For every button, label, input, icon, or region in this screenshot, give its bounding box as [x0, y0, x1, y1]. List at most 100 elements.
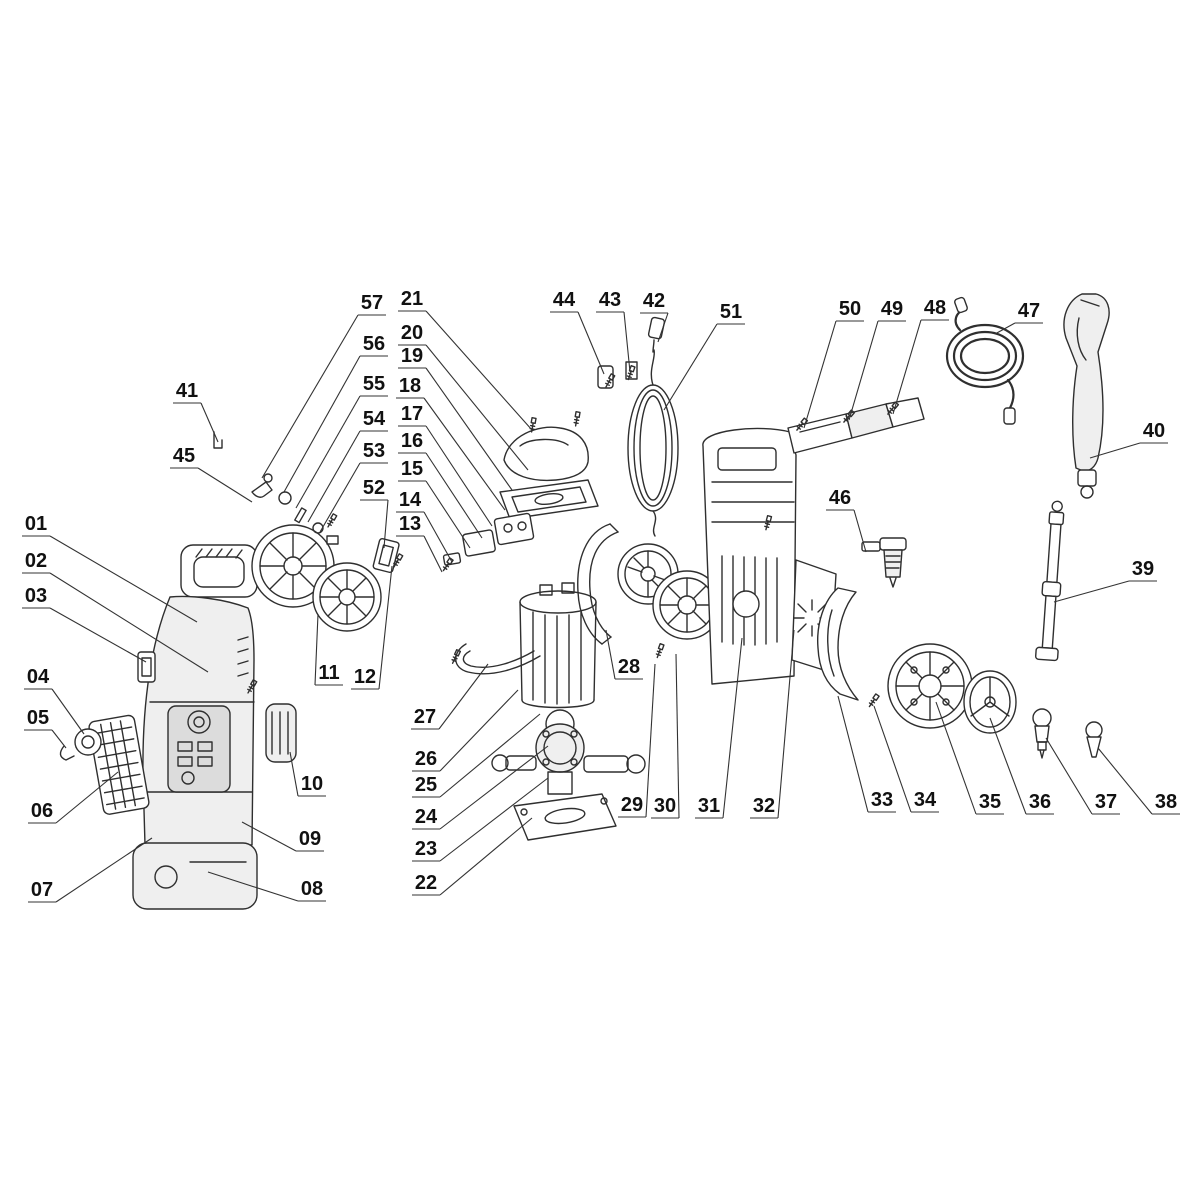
part-handle-bracket [816, 587, 859, 701]
callout-label-50: 50 [839, 298, 861, 320]
callout-label-17: 17 [401, 403, 423, 425]
callout-label-44: 44 [553, 289, 576, 311]
callout-label-49: 49 [881, 298, 903, 320]
callout-leader-16 [425, 452, 483, 539]
callout-label-46: 46 [829, 487, 851, 509]
callout-leader-02 [49, 572, 209, 673]
callout-label-37: 37 [1095, 791, 1117, 813]
callout-leader-36 [989, 717, 1027, 815]
callout-leader-46 [853, 509, 867, 553]
part-pump [491, 709, 646, 795]
callout-leader-35 [935, 701, 977, 815]
callout-label-01: 01 [25, 513, 47, 535]
callout-leader-55 [295, 395, 361, 509]
part-clip [137, 651, 156, 683]
callout-label-27: 27 [414, 706, 436, 728]
callout-label-23: 23 [415, 838, 437, 860]
part-lance [1034, 500, 1065, 662]
callout-leader-44 [577, 311, 605, 375]
callout-leader-29 [645, 663, 656, 818]
callout-label-39: 39 [1132, 558, 1154, 580]
callout-label-34: 34 [914, 789, 937, 811]
part-hose-coil [945, 296, 1025, 425]
part-fan-shroud [577, 523, 619, 645]
callout-leader-42 [657, 312, 669, 343]
part-front-housing [132, 544, 258, 910]
callout-label-51: 51 [720, 301, 742, 323]
callout-label-22: 22 [415, 872, 437, 894]
callout-label-47: 47 [1018, 300, 1040, 322]
part-rear-housing [702, 427, 797, 685]
callout-leader-24 [439, 745, 549, 830]
callout-leader-25 [439, 713, 541, 798]
callout-leader-50 [803, 320, 837, 429]
callout-label-09: 09 [299, 828, 321, 850]
callout-leader-14 [423, 511, 453, 563]
callout-label-12: 12 [354, 666, 376, 688]
callout-label-53: 53 [363, 440, 385, 462]
callout-label-48: 48 [924, 297, 946, 319]
callout-leader-22 [439, 817, 533, 896]
part-capacitor [597, 365, 614, 389]
callout-label-19: 19 [401, 345, 423, 367]
callout-leader-11 [314, 613, 319, 686]
callout-label-07: 07 [31, 879, 53, 901]
callout-leader-07 [55, 837, 153, 903]
callout-leader-17 [425, 425, 493, 527]
callout-label-03: 03 [25, 585, 47, 607]
part-hose-reel-small [312, 562, 382, 632]
callout-leader-51 [663, 323, 718, 411]
callout-label-20: 20 [401, 322, 423, 344]
callout-label-41: 41 [176, 380, 198, 402]
callout-leader-09 [241, 821, 297, 852]
callout-leader-32 [777, 629, 795, 819]
callout-leader-45 [197, 467, 253, 503]
callout-leader-15 [425, 480, 471, 549]
callout-leader-30 [675, 653, 680, 819]
callout-leader-47 [994, 322, 1016, 335]
callout-label-30: 30 [654, 795, 676, 817]
callout-leader-53 [319, 462, 361, 533]
callout-leader-03 [49, 607, 147, 663]
callout-label-18: 18 [399, 375, 421, 397]
part-power-cord [627, 316, 679, 537]
callout-leader-26 [439, 689, 519, 772]
callout-label-10: 10 [301, 773, 323, 795]
part-reel-crank [251, 473, 273, 498]
callout-label-45: 45 [173, 445, 195, 467]
part-axle-bracket [372, 537, 400, 574]
part-hose-reel-large [251, 524, 335, 608]
callout-label-36: 36 [1029, 791, 1051, 813]
part-motor [519, 582, 597, 709]
part-vent-grill [88, 714, 150, 815]
callout-label-02: 02 [25, 550, 47, 572]
callout-label-54: 54 [363, 408, 386, 430]
callout-leader-56 [283, 355, 361, 493]
part-switch-box [442, 512, 535, 566]
callout-leader-37 [1045, 737, 1093, 815]
part-side-pad [265, 703, 297, 763]
callout-leader-54 [307, 430, 361, 523]
callout-leader-43 [623, 311, 631, 373]
callout-leader-13 [423, 535, 443, 573]
part-lid-plate [499, 479, 599, 520]
callout-label-33: 33 [871, 789, 893, 811]
callout-leader-06 [55, 771, 119, 824]
callout-label-16: 16 [401, 430, 423, 452]
callout-leader-49 [848, 320, 879, 421]
callout-leader-01 [49, 535, 198, 623]
callout-leader-40 [1089, 442, 1141, 459]
callout-label-08: 08 [301, 878, 323, 900]
part-fan-wheel [652, 570, 722, 640]
callout-leader-05 [51, 729, 67, 749]
callout-label-26: 26 [415, 748, 437, 770]
callout-leader-10 [289, 751, 299, 797]
callout-label-55: 55 [363, 373, 385, 395]
callout-label-15: 15 [401, 458, 423, 480]
callout-leader-27 [438, 663, 489, 730]
callout-label-05: 05 [27, 707, 49, 729]
part-reel-fittings [213, 431, 339, 545]
part-knob [59, 728, 102, 761]
